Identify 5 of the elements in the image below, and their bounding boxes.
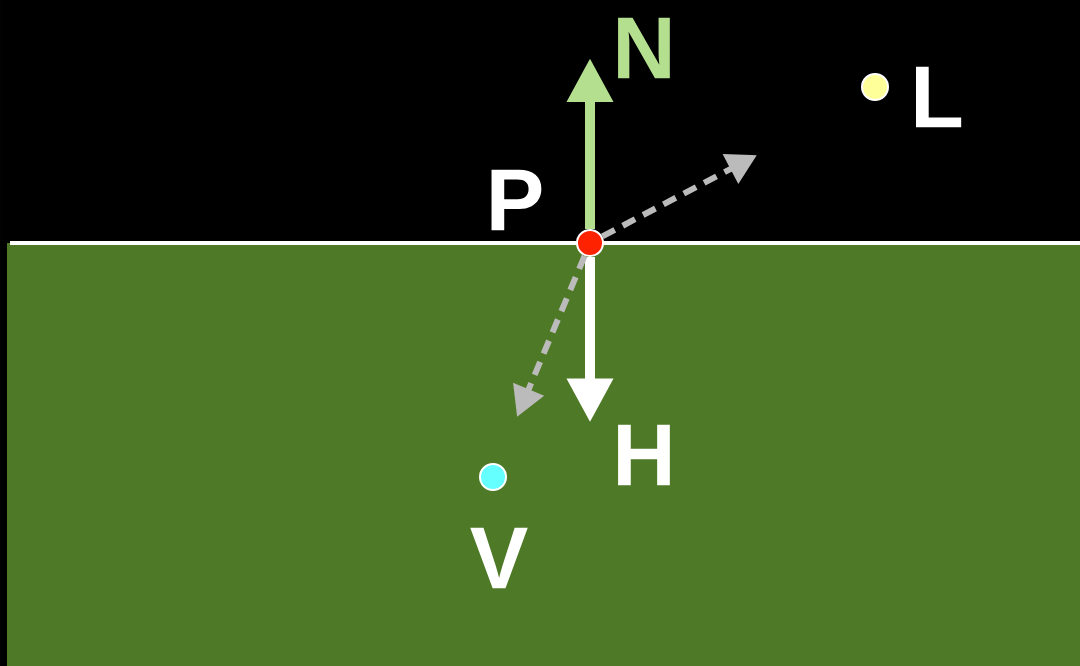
point-label: V	[470, 527, 528, 589]
vector-label: H	[618, 424, 670, 486]
point-label: L	[916, 66, 962, 128]
vector-label: N	[618, 17, 670, 79]
point-label: P	[491, 169, 542, 231]
